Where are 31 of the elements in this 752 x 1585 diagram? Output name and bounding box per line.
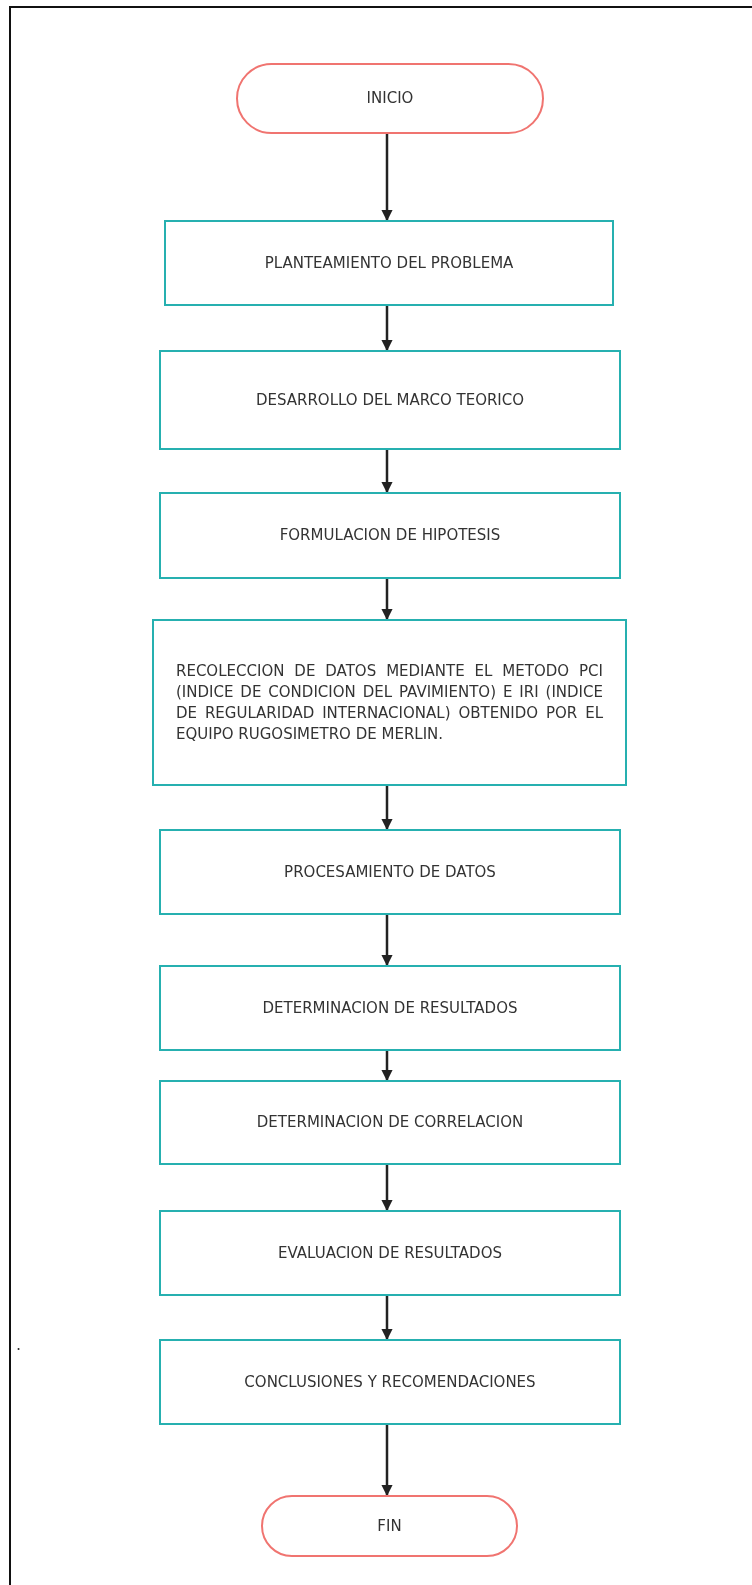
process-box	[159, 829, 621, 915]
node-text: DESARROLLO DEL MARCO TEORICO	[255, 389, 525, 411]
process-box	[159, 1339, 621, 1425]
arrow	[381, 915, 393, 967]
arrow	[381, 1051, 393, 1082]
node-text: DETERMINACION DE CORRELACION	[256, 1112, 524, 1133]
node-text: PLANTEAMIENTO DEL PROBLEMA	[264, 252, 514, 274]
node-text: PROCESAMIENTO DE DATOS	[284, 861, 496, 883]
node-text: INICIO	[366, 88, 414, 109]
process-box	[159, 492, 621, 579]
node-text: DETERMINACION DE RESULTADOS	[262, 997, 518, 1019]
arrow	[381, 134, 393, 222]
process-box	[159, 965, 621, 1051]
process-box	[159, 350, 621, 450]
arrow	[381, 1165, 393, 1212]
arrow	[381, 1425, 393, 1497]
stray-mark: .	[16, 1335, 22, 1354]
arrow	[381, 450, 393, 494]
process-box	[164, 220, 614, 306]
node-text: FIN	[377, 1515, 402, 1537]
process-box	[159, 1210, 621, 1296]
process-box	[159, 1080, 621, 1165]
process-box	[152, 619, 627, 786]
arrow	[381, 1296, 393, 1341]
node-text: CONCLUSIONES Y RECOMENDACIONES	[244, 1371, 536, 1393]
arrow	[381, 579, 393, 621]
node-text: RECOLECCION DE DATOS MEDIANTE EL METODO PCI (INDICE DE CONDICION DEL PAVIMIENTO) E IRI (INDICE DE REGULARIDAD INTERNACIONAL) OBTENIDO POR EL EQUIPO RUGOSIMETRO DE MERLIN.	[175, 660, 604, 745]
node-text: FORMULACION DE HIPOTESIS	[279, 525, 501, 546]
arrow	[381, 786, 393, 831]
node-text: EVALUACION DE RESULTADOS	[278, 1242, 502, 1264]
arrow	[381, 306, 393, 352]
